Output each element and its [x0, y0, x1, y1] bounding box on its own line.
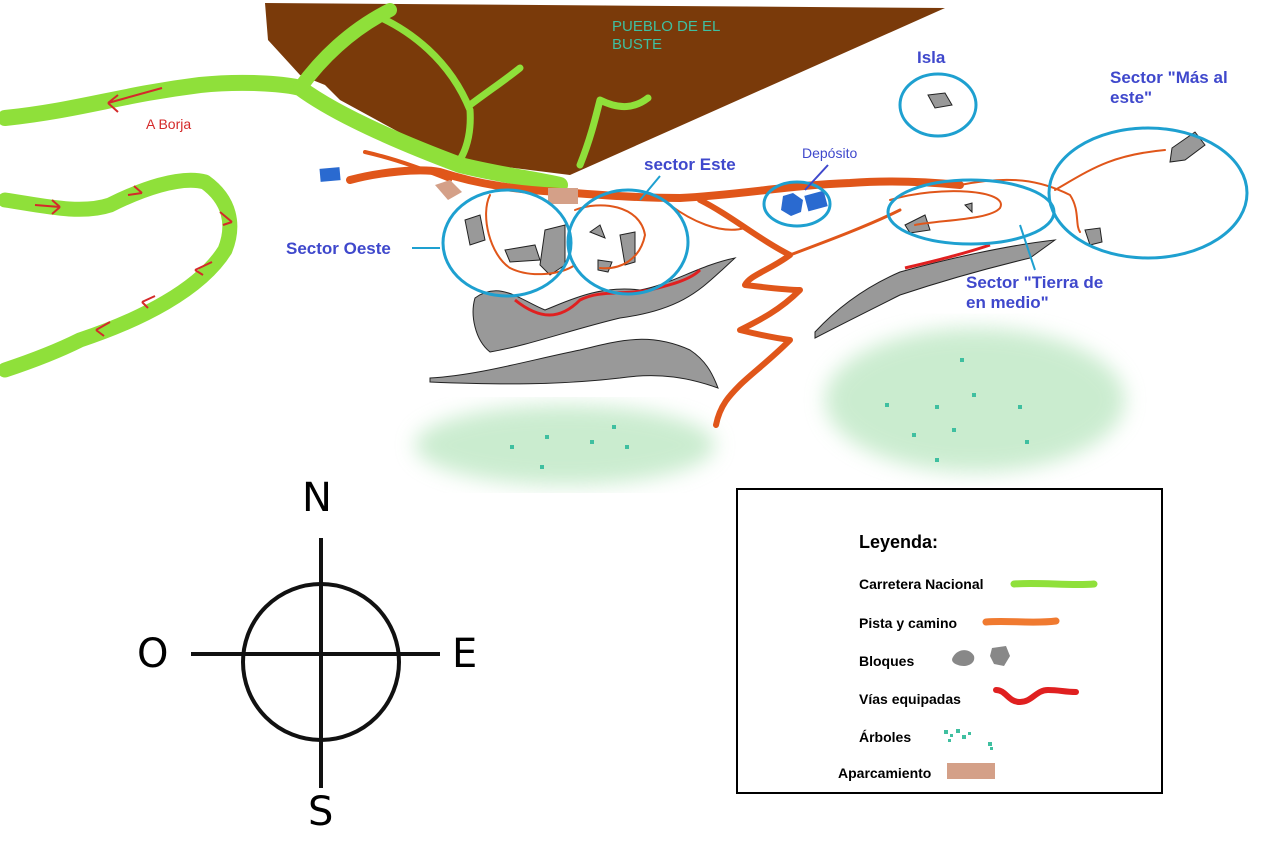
mas-al-este-circle — [1047, 126, 1249, 260]
legend-label-blocks: Bloques — [859, 653, 915, 669]
compass-north: N — [302, 475, 332, 521]
sector-mas-al-este-line2: este" — [1110, 88, 1153, 108]
sector-isla-label: Isla — [917, 48, 946, 67]
parking-west — [435, 180, 462, 200]
national-road — [0, 3, 652, 378]
sector-este-label: sector Este — [644, 155, 736, 174]
equipped-routes — [514, 243, 991, 317]
rock-blocks — [429, 92, 1206, 389]
compass-south: S — [308, 789, 334, 835]
legend-routes-symbol — [993, 686, 1079, 706]
town-label-line2: BUSTE — [612, 36, 663, 53]
parking-areas — [435, 180, 578, 204]
parking-east — [548, 188, 578, 204]
legend-parking-symbol — [947, 763, 995, 779]
sector-tierra-label: Sector "Tierra de en medio" — [966, 273, 1103, 314]
isla-circle — [898, 72, 978, 138]
road-direction-arrows — [34, 87, 233, 337]
legend-label-trees: Árboles — [859, 729, 912, 745]
compass-rose — [191, 538, 440, 788]
legend-box: Leyenda: Carretera Nacional Pista y cami… — [736, 488, 1163, 794]
town-label: PUEBLO DE EL BUSTE — [612, 18, 720, 54]
tree-area-west — [415, 405, 715, 485]
town-label-line1: PUEBLO DE EL — [612, 18, 721, 35]
tree-area-east — [825, 328, 1125, 472]
tree-dots — [510, 358, 1029, 469]
compass-west: O — [137, 631, 169, 677]
leader-lines — [412, 164, 1036, 271]
depot-circle — [762, 180, 832, 228]
legend-road-symbol — [1010, 579, 1098, 589]
depot — [781, 190, 828, 216]
legend-title: Leyenda: — [859, 532, 939, 552]
tierra-circle — [886, 178, 1056, 246]
depot-label: Depósito — [802, 145, 858, 161]
sector-mas-al-este-line1: Sector "Más al — [1110, 68, 1228, 87]
sector-oeste-circle — [441, 188, 573, 298]
sector-tierra-line1: Sector "Tierra de — [966, 273, 1104, 292]
sector-mas-al-este-label: Sector "Más al este" — [1110, 68, 1228, 109]
town-area — [265, 3, 945, 175]
road-direction-label: A Borja — [146, 116, 192, 132]
blue-marker — [319, 167, 341, 182]
legend-blocks-symbol — [952, 646, 1010, 666]
sector-tierra-line2: en medio" — [966, 293, 1049, 313]
legend-label-parking: Aparcamiento — [838, 765, 932, 781]
legend-label-track: Pista y camino — [859, 615, 958, 631]
compass-east: E — [452, 631, 478, 677]
legend-label-routes: Vías equipadas — [859, 691, 961, 707]
sector-oeste-label: Sector Oeste — [286, 239, 391, 258]
legend-track-symbol — [982, 617, 1060, 626]
legend-label-road: Carretera Nacional — [859, 576, 984, 592]
sector-circles — [441, 72, 1249, 298]
sector-este-circle — [566, 188, 690, 296]
legend-trees-symbol — [944, 729, 993, 750]
